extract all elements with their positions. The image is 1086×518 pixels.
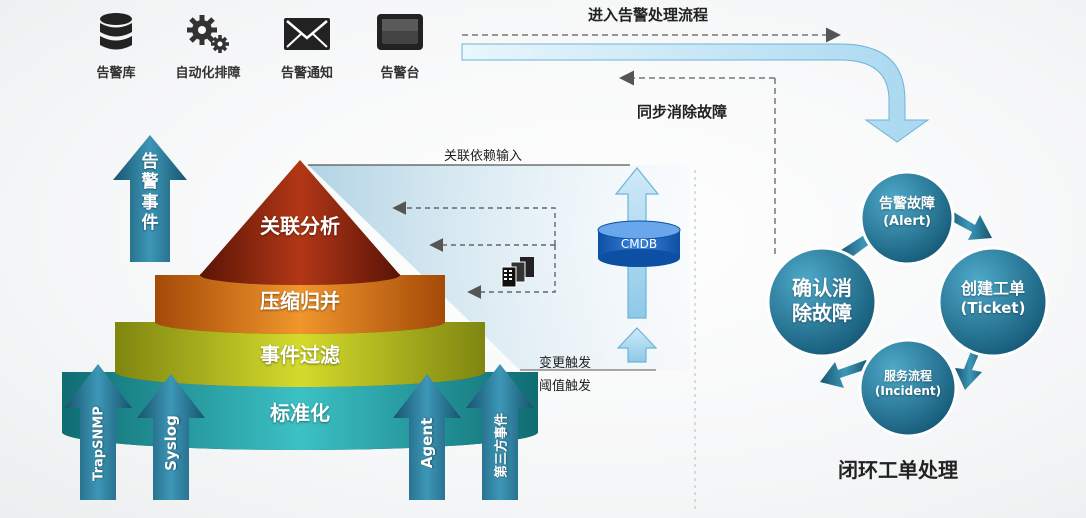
agent-label: Agent bbox=[418, 417, 436, 469]
enter-flow-arrow bbox=[461, 27, 930, 143]
layer-event-filter: 事件过滤 bbox=[260, 343, 340, 367]
toolbar-item-auto-troubleshoot[interactable]: 自动化排障 bbox=[163, 12, 253, 81]
sync-flow-arrow bbox=[619, 70, 776, 255]
alert-circle bbox=[859, 170, 955, 266]
agent-arrow bbox=[393, 374, 461, 500]
cmdb-database bbox=[597, 220, 681, 267]
syslog-label: Syslog bbox=[162, 415, 180, 471]
sync-flow-label: 同步消除故障 bbox=[637, 103, 728, 121]
ticket-circle bbox=[937, 246, 1049, 358]
closed-loop-title: 闭环工单处理 bbox=[838, 458, 958, 482]
envelope-icon bbox=[284, 18, 330, 50]
threshold-trigger-label: 阈值触发 bbox=[539, 379, 592, 394]
dependency-input-label: 关联依赖输入 bbox=[444, 149, 523, 164]
toolbar-item-alarm-console[interactable]: 告警台 bbox=[355, 12, 445, 81]
monitor-icon bbox=[377, 14, 423, 50]
confirm-circle bbox=[766, 246, 878, 358]
confirm-label: 确认消 除故障 bbox=[792, 276, 852, 325]
syslog-arrow bbox=[137, 374, 205, 500]
alarm-event-arrow bbox=[113, 135, 187, 262]
incident-circle bbox=[858, 338, 958, 438]
third-party-label: 第三方事件 bbox=[494, 413, 510, 479]
layer-normalization: 标准化 bbox=[270, 401, 330, 425]
database-icon bbox=[100, 13, 132, 50]
dependency-panel bbox=[308, 165, 690, 370]
layer-compression-merge: 压缩归并 bbox=[260, 289, 340, 313]
toolbar-label: 告警台 bbox=[380, 66, 420, 81]
enter-flow-label: 进入告警处理流程 bbox=[588, 6, 709, 24]
alarm-event-label: 告警事件 bbox=[141, 152, 159, 234]
cmdb-label: CMDB bbox=[620, 237, 658, 251]
toolbar-label: 告警通知 bbox=[280, 66, 333, 81]
change-trigger-label: 变更触发 bbox=[539, 356, 592, 371]
third-party-arrow bbox=[466, 364, 534, 500]
document-stack-icon bbox=[501, 257, 534, 288]
feedback-arrows bbox=[392, 201, 556, 299]
incident-label: 服务流程 (Incident) bbox=[874, 369, 942, 398]
toolbar-label: 自动化排障 bbox=[175, 66, 241, 81]
gears-icon bbox=[187, 15, 229, 53]
toolbar-item-alarm-db[interactable]: 告警库 bbox=[71, 12, 161, 81]
layer-correlation-analysis: 关联分析 bbox=[260, 214, 340, 238]
trapsnmp-label: TrapSNMP bbox=[91, 406, 107, 481]
trigger-upward-arrow bbox=[616, 327, 658, 363]
trapsnmp-arrow bbox=[64, 364, 132, 500]
ticket-label: 创建工单 (Ticket) bbox=[960, 279, 1026, 317]
toolbar-label: 告警库 bbox=[96, 66, 136, 81]
alert-label: 告警故障 (Alert) bbox=[879, 196, 935, 229]
toolbar-item-alarm-notify[interactable]: 告警通知 bbox=[262, 12, 352, 81]
